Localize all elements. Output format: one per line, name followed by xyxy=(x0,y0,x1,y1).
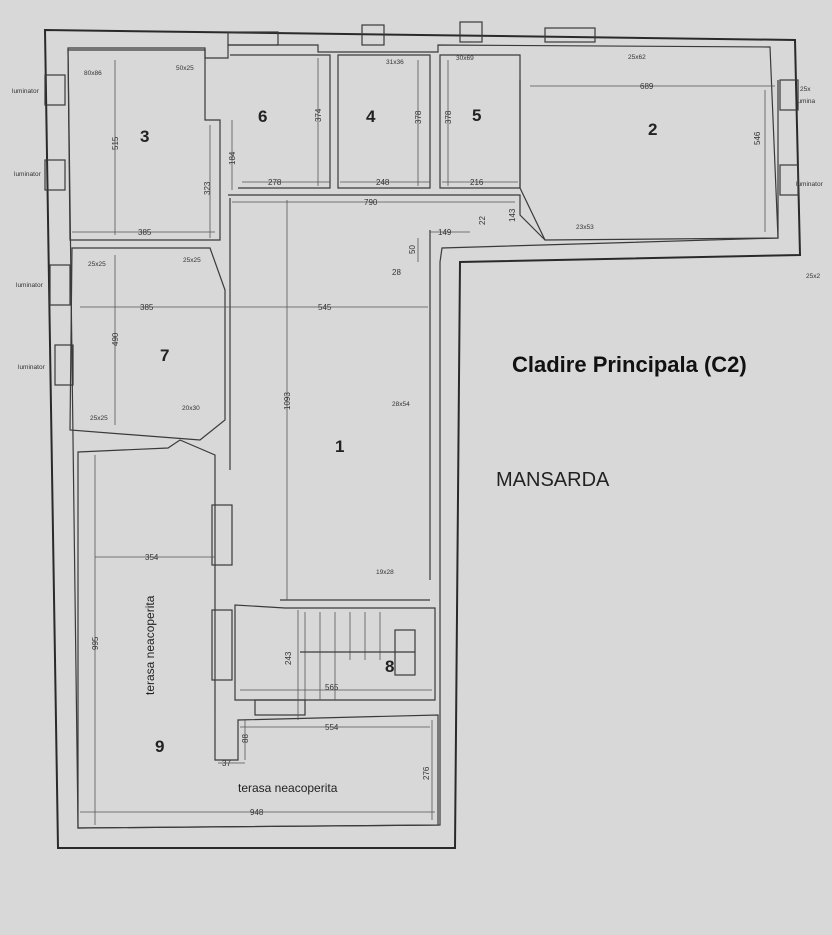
dim-546: 546 xyxy=(753,131,762,145)
room-9-walls xyxy=(77,439,439,829)
note-25x62: 25x62 xyxy=(628,54,646,61)
dim-565: 565 xyxy=(325,683,339,692)
note-50x25: 50x25 xyxy=(176,65,194,72)
room-6-walls xyxy=(230,54,331,189)
window-label-6: luminator xyxy=(796,181,824,188)
dim-276: 276 xyxy=(422,766,431,780)
room-number-6: 6 xyxy=(258,107,267,126)
dim-354: 354 xyxy=(145,553,159,562)
room-number-3: 3 xyxy=(140,127,149,146)
note-25x25-a: 25x25 xyxy=(88,261,106,268)
dim-37: 37 xyxy=(222,759,231,768)
note-25x25-c: 25x25 xyxy=(90,415,108,422)
stairs xyxy=(300,612,416,700)
dim-278: 278 xyxy=(268,178,282,187)
window-label-4: luminator xyxy=(18,364,46,371)
dim-948: 948 xyxy=(250,808,264,817)
note-25x: 25x xyxy=(800,86,811,93)
dim-22: 22 xyxy=(478,216,487,225)
dim-790: 790 xyxy=(364,198,378,207)
outer-wall xyxy=(43,28,802,849)
window-label-2: luminator xyxy=(14,171,42,178)
room-number-4: 4 xyxy=(366,107,376,126)
room-number-8: 8 xyxy=(385,657,394,676)
note-30x69: 30x69 xyxy=(456,55,474,62)
dim-143: 143 xyxy=(508,208,517,222)
floor-label: MANSARDA xyxy=(496,469,610,491)
note-80x86: 80x86 xyxy=(84,70,102,77)
room-1-walls xyxy=(229,198,431,601)
room-7-walls xyxy=(69,247,226,441)
note-31x36: 31x36 xyxy=(386,59,404,66)
note-19x28: 19x28 xyxy=(376,569,394,576)
dim-88: 88 xyxy=(241,734,250,743)
note-25x2: 25x2 xyxy=(806,273,820,280)
dim-385-room3: 385 xyxy=(138,228,152,237)
dim-515: 515 xyxy=(111,136,120,150)
windows xyxy=(44,21,799,716)
note-28x54: 28x54 xyxy=(392,401,410,408)
dim-323: 323 xyxy=(203,181,212,195)
window-label-1: luminator xyxy=(12,88,40,95)
room-number-7: 7 xyxy=(160,346,169,365)
dim-248: 248 xyxy=(376,178,390,187)
inner-wall-outline xyxy=(67,44,779,829)
room-number-2: 2 xyxy=(648,120,657,139)
dim-374: 374 xyxy=(314,108,323,122)
dim-689: 689 xyxy=(640,82,654,91)
dim-216: 216 xyxy=(470,178,484,187)
dim-28: 28 xyxy=(392,268,401,277)
dim-1093: 1093 xyxy=(283,392,292,410)
note-20x30: 20x30 xyxy=(182,405,200,412)
room-3-walls xyxy=(67,49,221,241)
dim-995: 995 xyxy=(91,636,100,650)
room-number-5: 5 xyxy=(472,106,481,125)
terrace-label-vertical: terasa neacoperita xyxy=(143,595,157,695)
terrace-label-horizontal: terasa neacoperita xyxy=(238,781,338,795)
dim-385-room7: 385 xyxy=(140,303,154,312)
dim-50: 50 xyxy=(408,245,417,254)
building-title: Cladire Principala (C2) xyxy=(512,352,747,377)
dim-149: 149 xyxy=(438,228,452,237)
dim-490: 490 xyxy=(111,332,120,346)
note-25x25-b: 25x25 xyxy=(183,257,201,264)
dim-378-room5: 378 xyxy=(444,110,453,124)
dimension-lines xyxy=(72,58,775,825)
dim-545: 545 xyxy=(318,303,332,312)
window-label-5: lumina xyxy=(796,98,816,105)
room-4-walls xyxy=(337,54,431,189)
corridor-wall xyxy=(228,194,546,241)
room-number-1: 1 xyxy=(335,437,344,456)
dim-184: 184 xyxy=(228,151,237,165)
note-23x53: 23x53 xyxy=(576,224,594,231)
dim-378-room4: 378 xyxy=(414,110,423,124)
room-number-9: 9 xyxy=(155,737,164,756)
dim-554: 554 xyxy=(325,723,339,732)
dim-243: 243 xyxy=(284,651,293,665)
window-label-3: luminator xyxy=(16,282,44,289)
